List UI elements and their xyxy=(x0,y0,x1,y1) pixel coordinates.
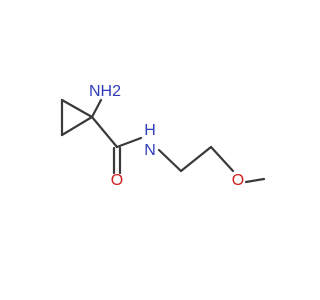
cyclopropane-bond xyxy=(60,98,94,119)
amide-nitrogen-label: N xyxy=(144,142,156,159)
carbon-carbon-bond xyxy=(90,115,119,149)
carbon-carbon-bond xyxy=(179,145,213,173)
amide-hydrogen-label: H xyxy=(144,122,156,139)
oxygen-methyl-bond xyxy=(244,177,266,184)
molecule-structure: NH2 N H O O xyxy=(60,83,266,189)
cyclopropane-bond xyxy=(60,115,94,137)
amide-bond xyxy=(115,136,143,149)
nitrogen-carbon-bond xyxy=(157,148,183,173)
carbonyl-oxygen-label: O xyxy=(111,172,123,189)
amine-label: NH2 xyxy=(89,83,121,100)
carbon-oxygen-bond xyxy=(209,145,235,173)
ether-oxygen-label: O xyxy=(232,172,244,189)
amine-bond xyxy=(90,98,103,119)
diagram-canvas: NH2 N H O O xyxy=(60,83,266,190)
